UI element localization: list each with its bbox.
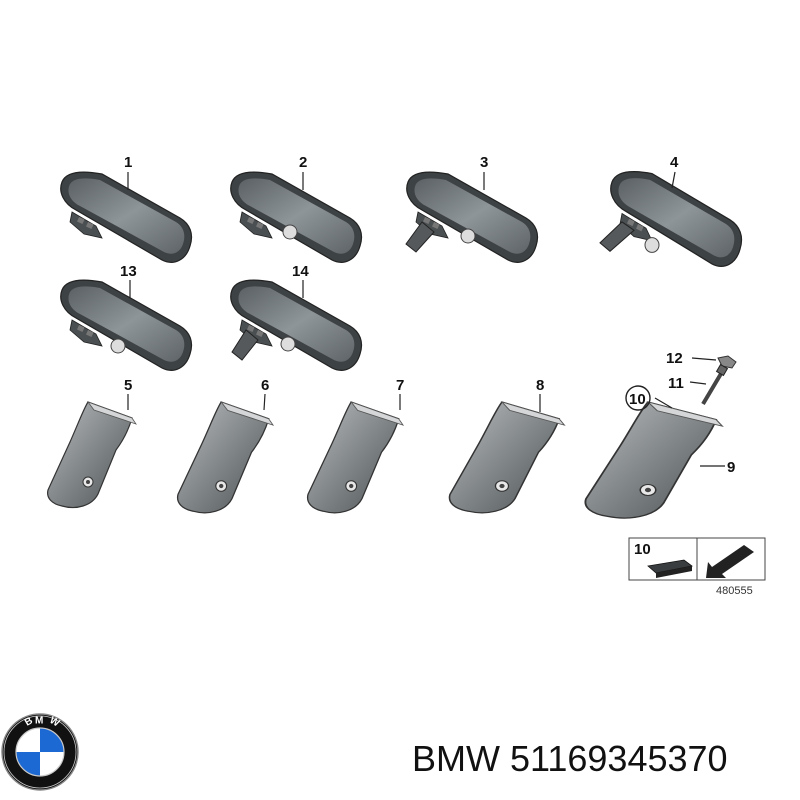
mirror-14-icon xyxy=(230,279,363,371)
arrow-icon xyxy=(706,545,754,578)
svg-text:B: B xyxy=(23,715,35,728)
label-part-9: 9 xyxy=(727,459,735,476)
mirror-cover-9-icon xyxy=(584,401,724,519)
label-part-10-circle xyxy=(625,385,651,411)
mirror-3-icon xyxy=(405,171,539,263)
adhesive-pad-icon xyxy=(647,559,693,578)
screw-11-icon xyxy=(701,363,729,406)
label-part-5: 5 xyxy=(124,377,132,394)
legend-label: 10 xyxy=(634,541,651,558)
label-part-6: 6 xyxy=(261,377,269,394)
part-number: 51169345370 xyxy=(510,738,728,779)
mirror-cover-7-icon xyxy=(306,401,404,514)
label-part-2: 2 xyxy=(299,154,307,171)
label-part-14: 14 xyxy=(292,263,309,280)
brand-name: BMW xyxy=(412,738,500,779)
mirror-cover-5-icon xyxy=(47,401,137,509)
mirror-13-icon xyxy=(60,279,193,371)
label-part-3: 3 xyxy=(480,154,488,171)
bmw-logo-icon: B M W xyxy=(1,713,79,791)
mirror-cover-6-icon xyxy=(176,401,274,514)
label-part-7: 7 xyxy=(396,377,404,394)
label-part-12: 12 xyxy=(666,350,683,367)
mirror-2-icon xyxy=(230,171,363,263)
mirror-cover-8-icon xyxy=(448,401,566,514)
label-part-4: 4 xyxy=(670,154,679,171)
mirror-4-icon xyxy=(599,170,743,267)
label-part-10: 10 xyxy=(629,391,646,408)
product-title: BMW 51169345370 xyxy=(412,738,728,780)
label-part-13: 13 xyxy=(120,263,137,280)
leader-lines xyxy=(127,171,725,467)
svg-text:M: M xyxy=(35,716,43,727)
legend-box: 10 xyxy=(628,537,766,581)
reference-number: 480555 xyxy=(716,585,753,597)
mirror-1-icon xyxy=(60,171,193,263)
label-part-8: 8 xyxy=(536,377,544,394)
label-part-1: 1 xyxy=(124,154,132,171)
label-part-11: 11 xyxy=(668,375,684,392)
